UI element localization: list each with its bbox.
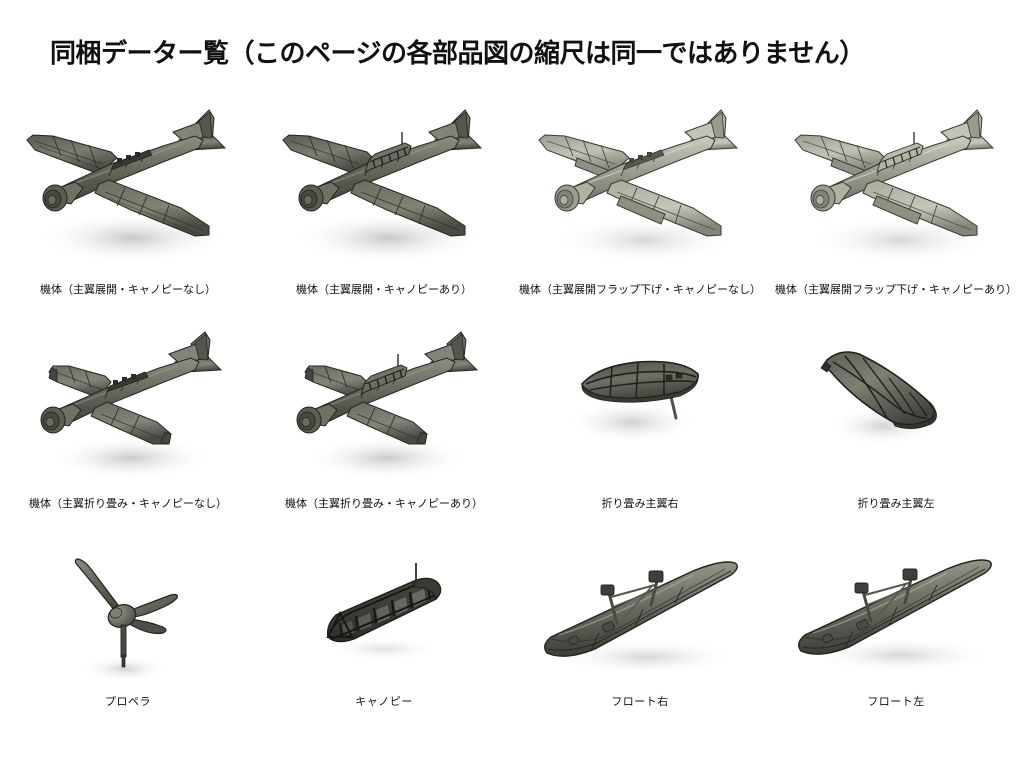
wing-panel <box>581 360 699 403</box>
part-label: 機体（主翼展開・キャノピーなし） <box>40 284 216 296</box>
aircraft-folded-3d-model <box>296 331 479 480</box>
part-cell-airframe-wings-open-no-canopy[interactable]: 機体（主翼展開・キャノピーなし） <box>0 88 256 297</box>
part-cell-airframe-wings-open-with-canopy[interactable]: 機体（主翼展開・キャノピーあり） <box>256 88 512 297</box>
model-viewport <box>0 545 256 695</box>
engine-cowling <box>296 403 338 434</box>
part-cell-folded-wing-left[interactable]: 折り畳み主翼左 <box>768 322 1024 511</box>
part-label: 機体（主翼展開・キャノピーあり） <box>296 284 472 296</box>
model-viewport <box>768 322 1024 497</box>
parts-row-accessories: プロペラ <box>0 545 1024 709</box>
part-cell-airframe-folded-no-canopy[interactable]: 機体（主翼折り畳み・キャノピーなし） <box>0 322 256 511</box>
wing-port <box>26 134 118 175</box>
wing-starboard-folded <box>90 401 172 445</box>
part-label: 機体（主翼展開フラップ下げ・キャノピーあり） <box>775 284 1017 296</box>
strut-fitting <box>648 570 664 583</box>
folded-wing-right-3d-model <box>566 360 699 444</box>
canopy-assembly <box>360 354 408 395</box>
model-viewport <box>512 545 768 695</box>
model-shadow <box>305 436 469 480</box>
float-right-3d-model <box>544 561 739 675</box>
wing-starboard <box>350 179 466 237</box>
part-cell-airframe-folded-with-canopy[interactable]: 機体（主翼折り畳み・キャノピーあり） <box>256 322 512 511</box>
model-viewport <box>512 322 768 497</box>
flap-starboard <box>872 195 922 225</box>
model-viewport <box>512 88 768 283</box>
canopy-3d-model <box>326 563 442 661</box>
float-left-3d-model <box>798 559 993 673</box>
part-cell-propeller[interactable]: プロペラ <box>0 545 256 709</box>
aircraft-3d-model <box>538 109 739 264</box>
pontoon-hull <box>798 559 992 655</box>
propeller-blade <box>126 618 167 635</box>
model-shadow <box>566 400 698 444</box>
part-cell-canopy[interactable]: キャノピー <box>256 545 512 709</box>
model-shadow <box>326 637 442 661</box>
flap-starboard <box>616 195 666 225</box>
model-shadow <box>49 436 213 480</box>
aircraft-3d-model <box>282 109 484 264</box>
strut-fitting <box>600 584 615 596</box>
part-cell-float-right[interactable]: フロート右 <box>512 545 768 709</box>
parts-row-folded: 機体（主翼折り畳み・キャノピーなし） <box>0 322 1024 511</box>
model-viewport <box>256 545 512 695</box>
aircraft-3d-model <box>794 109 995 264</box>
engine-cowling <box>554 181 596 212</box>
part-cell-airframe-flaps-down-with-canopy[interactable]: 機体（主翼展開フラップ下げ・キャノピーあり） <box>768 88 1024 297</box>
wing-port <box>282 134 374 175</box>
model-viewport <box>0 88 256 283</box>
wing-starboard <box>862 179 978 237</box>
model-viewport <box>768 88 1024 283</box>
wing-port-folded <box>304 365 368 399</box>
model-shadow <box>809 637 993 673</box>
part-label: 機体（主翼折り畳み・キャノピーあり） <box>285 498 483 510</box>
model-viewport <box>0 322 256 497</box>
wing-starboard-folded <box>346 401 428 445</box>
float-struts <box>854 568 918 623</box>
engine-cowling <box>298 181 340 212</box>
part-label: 折り畳み主翼左 <box>857 498 935 510</box>
fuselage <box>52 135 204 205</box>
part-label: プロペラ <box>105 696 151 708</box>
wing-starboard <box>94 179 210 237</box>
part-cell-float-left[interactable]: フロート左 <box>768 545 1024 709</box>
aircraft-3d-model <box>26 109 228 264</box>
wing-starboard <box>606 179 722 237</box>
engine-cowling <box>42 181 84 212</box>
part-label: 機体（主翼折り畳み・キャノピーなし） <box>29 498 227 510</box>
fuselage <box>564 135 716 205</box>
model-viewport <box>256 88 512 283</box>
part-cell-folded-wing-right[interactable]: 折り畳み主翼右 <box>512 322 768 511</box>
strut-fitting <box>854 582 869 594</box>
page-title: 同梱データー覧（このページの各部品図の縮尺は同一ではありません） <box>50 38 865 69</box>
model-shadow <box>555 639 739 675</box>
model-viewport <box>768 545 1024 695</box>
pontoon-hull <box>544 561 738 657</box>
propeller-shaft <box>120 624 127 658</box>
fuselage <box>50 357 200 427</box>
canopy-assembly <box>364 132 412 173</box>
strut-fitting <box>902 568 918 581</box>
engine-cowling <box>40 403 82 434</box>
parts-row-wings-open: 機体（主翼展開・キャノピーなし） <box>0 88 1024 297</box>
propeller-3d-model <box>74 558 178 682</box>
folded-wing-left-3d-model <box>820 351 939 446</box>
part-label: フロート左 <box>867 696 925 708</box>
model-shadow <box>81 656 169 682</box>
part-label: 機体（主翼展開フラップ下げ・キャノピーなし） <box>519 284 761 296</box>
part-label: 折り畳み主翼右 <box>601 498 679 510</box>
wing-panel <box>820 351 937 429</box>
part-cell-airframe-flaps-down-no-canopy[interactable]: 機体（主翼展開フラップ下げ・キャノピーなし） <box>512 88 768 297</box>
canopy-frame <box>326 577 442 643</box>
aircraft-folded-3d-model <box>40 331 223 480</box>
model-viewport <box>256 322 512 497</box>
canopy-assembly <box>876 132 924 173</box>
propeller-blade <box>128 593 178 618</box>
float-struts <box>600 570 664 625</box>
engine-cowling <box>810 181 852 212</box>
propeller-blade <box>74 558 122 612</box>
part-label: キャノピー <box>355 696 413 708</box>
part-label: フロート右 <box>611 696 669 708</box>
